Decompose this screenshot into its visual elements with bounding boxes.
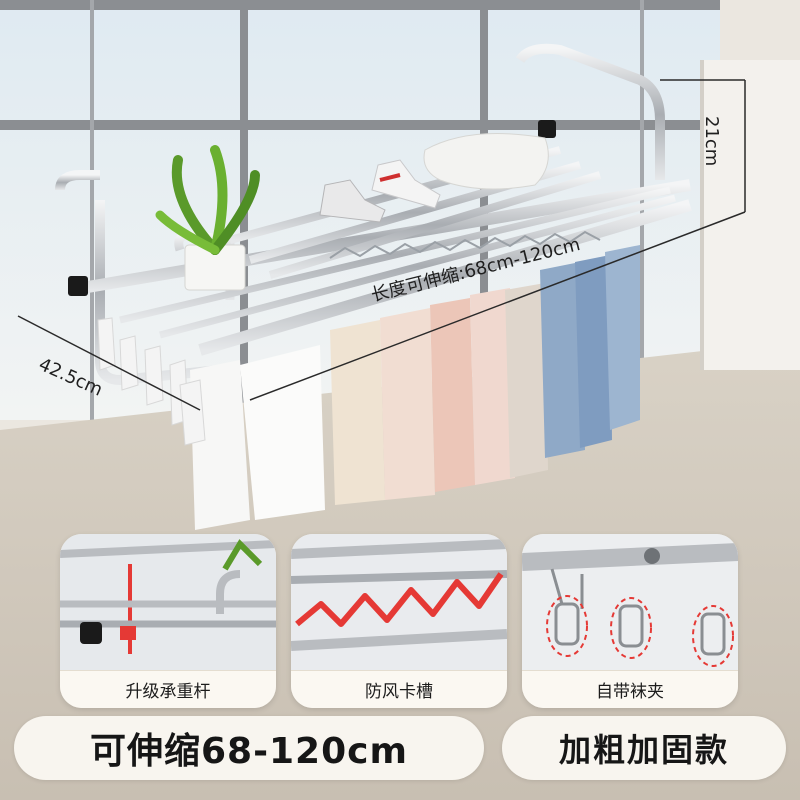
dimension-lines bbox=[17, 79, 746, 411]
feature-label-windproof-groove: 防风卡槽 bbox=[291, 670, 507, 708]
hanging-clothes bbox=[190, 245, 640, 530]
windproof-groove-icon bbox=[291, 534, 507, 670]
shoes bbox=[319, 159, 441, 223]
feature-card-sock-clip: 自带袜夹 bbox=[522, 534, 738, 708]
feature-label-support-rod: 升级承重杆 bbox=[60, 670, 276, 708]
feature-label-sock-clip: 自带袜夹 bbox=[522, 670, 738, 708]
support-rod-icon bbox=[60, 534, 276, 670]
sock-clip-icon bbox=[522, 534, 738, 670]
range-banner: 可伸缩68-120cm bbox=[14, 716, 484, 780]
style-banner: 加粗加固款 bbox=[502, 716, 786, 780]
feature-card-windproof-groove: 防风卡槽 bbox=[291, 534, 507, 708]
socks bbox=[97, 317, 206, 446]
pillow bbox=[423, 133, 549, 190]
height-dimension-label: 21cm bbox=[701, 116, 722, 167]
potted-plant bbox=[155, 145, 260, 291]
feature-card-support-rod: 升级承重杆 bbox=[60, 534, 276, 708]
